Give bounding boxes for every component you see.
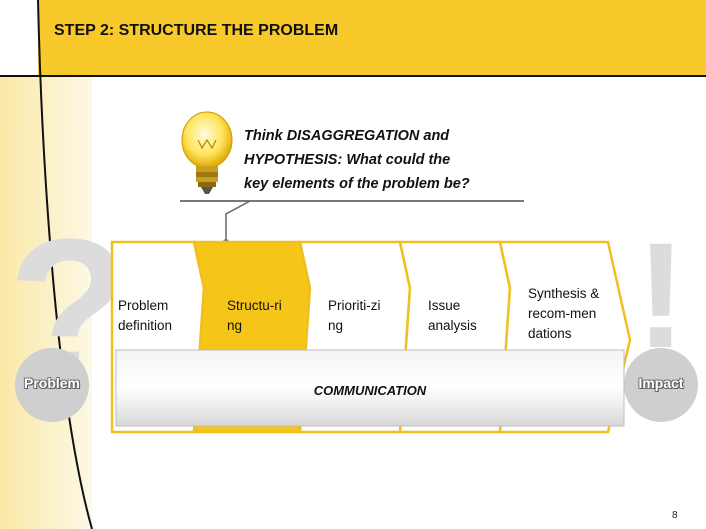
communication-label: COMMUNICATION (116, 383, 624, 398)
step-synthesis-wrapper: Synthesis & recom-men dations (528, 284, 624, 350)
step-structuring: Structu-ri ng (227, 296, 297, 336)
step-problem-definition: Problem definition (118, 296, 194, 336)
page-number: 8 (672, 510, 678, 521)
step-issue-analysis: Issue analysis (428, 296, 498, 336)
step-synthesis: Synthesis & recom-men dations (528, 284, 620, 344)
step-prioritizing: Prioriti-zi ng (328, 296, 398, 336)
